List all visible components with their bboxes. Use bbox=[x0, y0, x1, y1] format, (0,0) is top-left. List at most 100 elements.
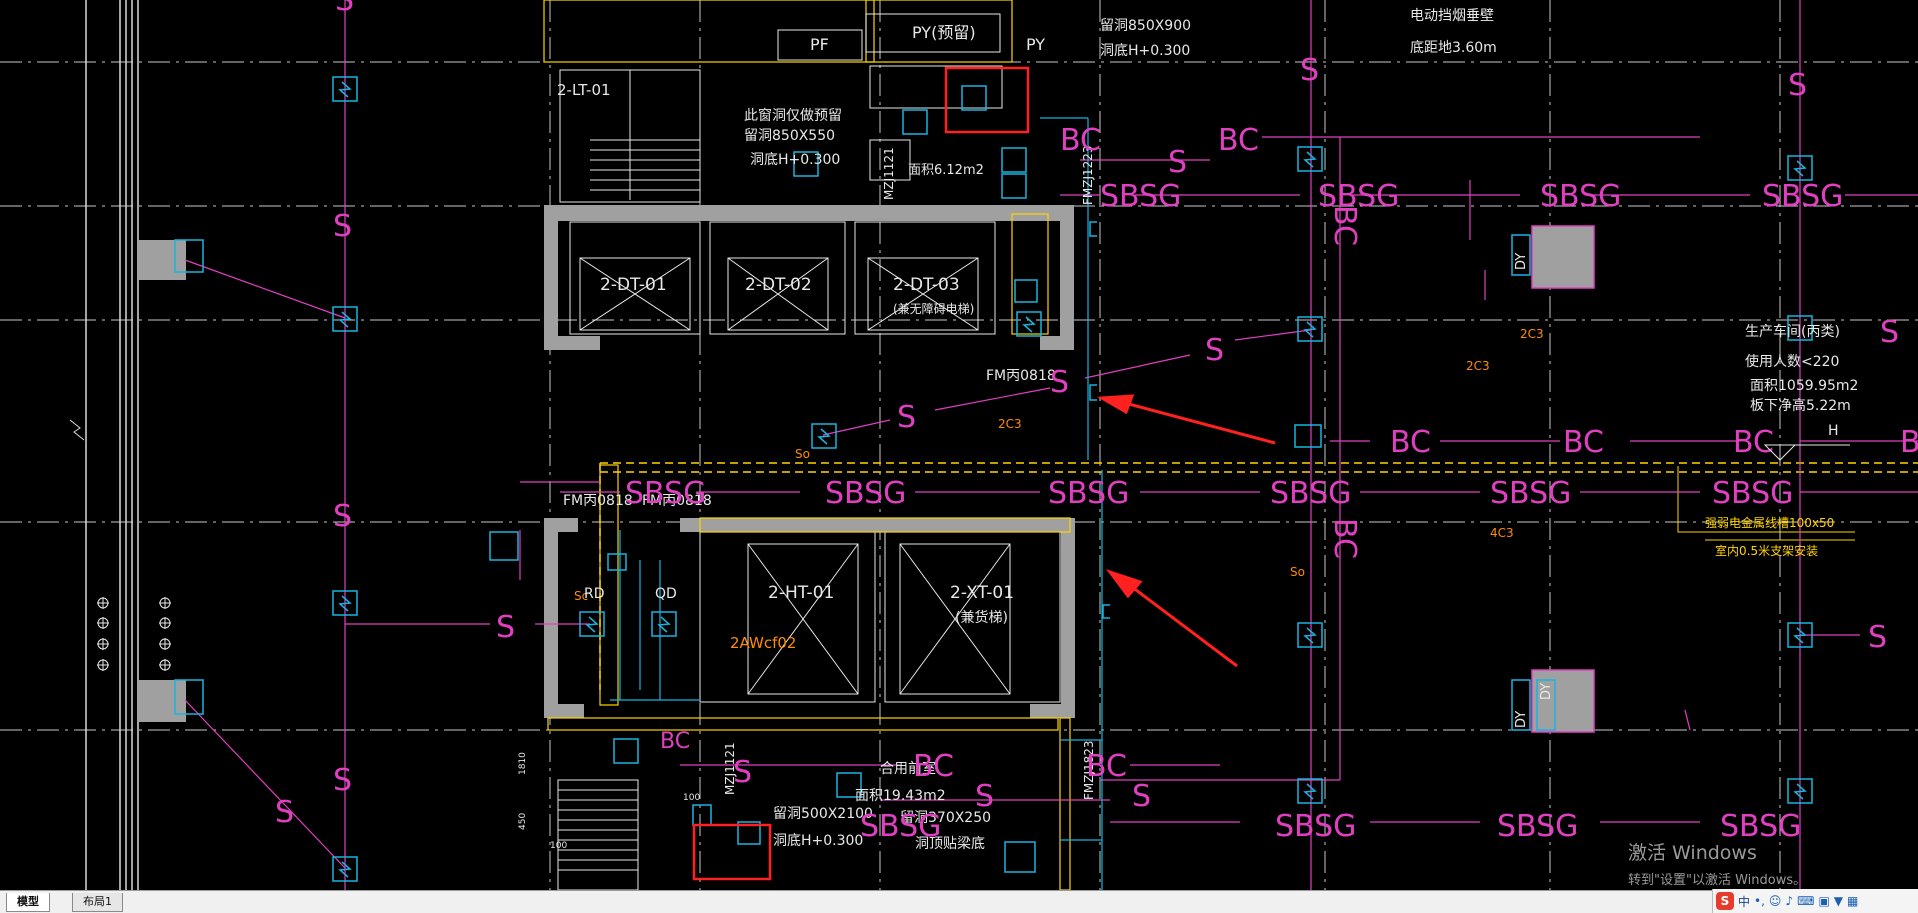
device-boxes bbox=[174, 76, 1813, 882]
tag-bc: BC bbox=[1563, 425, 1604, 460]
stair-top bbox=[559, 69, 701, 203]
label-hole-bottom-2: 留洞370X250 bbox=[900, 810, 991, 826]
tag-sbsg: SBSG bbox=[1720, 809, 1801, 844]
tag-bc: BC bbox=[1733, 425, 1774, 460]
cable-tray-note-2: 室内0.5米支架安装 bbox=[1715, 543, 1818, 558]
tag-sbsg: SBSG bbox=[1490, 476, 1571, 511]
label-elevator-3: 2-DT-03 bbox=[893, 275, 960, 295]
code-4c3: 4C3 bbox=[1490, 526, 1514, 540]
label-smoke-curtain: 电动挡烟垂壁 bbox=[1410, 8, 1494, 24]
label-lobby-area: 面积19.43m2 bbox=[855, 788, 946, 804]
weak-current-lines bbox=[610, 117, 1103, 890]
core-walls bbox=[544, 205, 1075, 718]
red-highlight-boxes bbox=[692, 66, 1030, 881]
tag-s: S bbox=[1168, 145, 1187, 180]
label-door-fmzj: FMZJ1223 bbox=[1081, 145, 1095, 205]
ime-toolbar[interactable]: S 中 •, ☺ ♪ ⌨ ▣ ▼ ▦ bbox=[1712, 889, 1918, 913]
tag-s: S bbox=[496, 610, 515, 645]
tag-sbsg: SBSG bbox=[1712, 476, 1793, 511]
label-lobby: 合用前室 bbox=[880, 760, 936, 777]
tag-s: S bbox=[1880, 315, 1899, 350]
toolbox-icon[interactable]: ▣ bbox=[1818, 894, 1830, 908]
tag-s: S bbox=[333, 763, 352, 798]
tag-sbsg: SBSG bbox=[1540, 179, 1621, 214]
tag-bc-vert: BC bbox=[1327, 205, 1362, 246]
cad-drawing-canvas[interactable]: 2C3 2C3 2C3 4C3 So So Sc 2AWcf02 强弱电金属线槽… bbox=[0, 0, 1918, 890]
label-dy-1: DY bbox=[1514, 253, 1529, 270]
label-rd: RD bbox=[584, 586, 605, 602]
stair-bottom bbox=[557, 779, 639, 890]
cable-tray-callout bbox=[1677, 466, 1855, 541]
tag-sbsg: SBSG bbox=[1275, 809, 1356, 844]
tag-sbsg: SBSG bbox=[860, 809, 941, 844]
label-hole-height: 洞底H+0.300 bbox=[750, 152, 840, 168]
tag-s: S bbox=[1132, 779, 1151, 814]
tag-sbsg: SBSG bbox=[1100, 179, 1181, 214]
label-mzj-bottom: MZJ1121 bbox=[723, 742, 737, 795]
tag-s: S bbox=[733, 755, 752, 790]
label-fm-a: FM丙0818 bbox=[563, 493, 633, 509]
label-pf: PF bbox=[810, 35, 829, 54]
label-hole-bottom-1: 留洞500X2100 bbox=[773, 806, 873, 822]
emoji-icon[interactable]: ☺ bbox=[1768, 894, 1782, 908]
yellow-dashed-beam bbox=[599, 462, 1918, 690]
code-2c3-b: 2C3 bbox=[1466, 359, 1490, 373]
cable-tray-note-1: 强弱电金属线槽100x50 bbox=[1705, 515, 1834, 530]
label-reserved-hole-top: 留洞850X900 bbox=[1100, 18, 1191, 34]
tag-sbsg: SBSG bbox=[1318, 179, 1399, 214]
label-elevator-3-note: (兼无障碍电梯) bbox=[893, 301, 974, 316]
elevation-marker bbox=[1763, 444, 1850, 461]
watermark-title: 激活 Windows bbox=[1628, 842, 1757, 864]
code-2c3-c: 2C3 bbox=[1520, 327, 1544, 341]
sc-label: Sc bbox=[574, 589, 588, 603]
punctuation-icon[interactable]: •, bbox=[1754, 894, 1765, 908]
tag-sbsg: SBSG bbox=[1270, 476, 1351, 511]
label-fm0818: FM丙0818 bbox=[986, 368, 1056, 384]
ime-logo-icon[interactable]: S bbox=[1716, 892, 1734, 910]
grid-icon[interactable]: ▦ bbox=[1847, 894, 1859, 908]
label-room-area: 面积1059.95m2 bbox=[1750, 378, 1858, 394]
mic-icon[interactable]: ♪ bbox=[1785, 894, 1794, 908]
tag-bc: BC bbox=[1060, 123, 1101, 158]
ime-language-toggle[interactable]: 中 bbox=[1738, 894, 1751, 909]
red-arrows bbox=[1097, 394, 1276, 668]
tab-layout1[interactable]: 布局1 bbox=[72, 893, 123, 912]
label-xt-note: (兼货梯) bbox=[955, 609, 1008, 626]
label-room-people: 使用人数<220 bbox=[1745, 353, 1839, 370]
power-circuits bbox=[184, 0, 1918, 890]
dim-1810: 1810 bbox=[518, 752, 528, 775]
label-elevator-2: 2-DT-02 bbox=[745, 275, 812, 295]
tag-sbsg: SBSG bbox=[825, 476, 906, 511]
tag-s: S bbox=[1868, 620, 1887, 655]
tag-s: S bbox=[975, 779, 994, 814]
skin-icon[interactable]: ▼ bbox=[1833, 894, 1844, 908]
tag-bc: BC bbox=[913, 749, 954, 784]
label-hole-bottom-1h: 洞底H+0.300 bbox=[773, 833, 863, 849]
label-qd: QD bbox=[655, 586, 677, 602]
cyan-bracket-marks bbox=[1089, 221, 1110, 619]
so-label-b: So bbox=[1290, 565, 1305, 579]
windows-activation-watermark: 激活 Windows 转到"设置"以激活 Windows。 bbox=[1628, 838, 1806, 888]
tag-s: S bbox=[275, 795, 294, 830]
tag-bc: BC bbox=[1086, 749, 1127, 784]
circuit-2awcf02: 2AWcf02 bbox=[730, 634, 796, 652]
left-wall-lines bbox=[85, 0, 139, 890]
watermark-subtitle: 转到"设置"以激活 Windows。 bbox=[1628, 873, 1807, 888]
label-dy-3: DY bbox=[1539, 683, 1554, 700]
label-area-612: 面积6.12m2 bbox=[908, 163, 984, 178]
tag-s: S bbox=[333, 499, 352, 534]
tag-bc-vert: BC bbox=[1327, 518, 1362, 559]
keyboard-icon[interactable]: ⌨ bbox=[1797, 894, 1815, 908]
label-dy-2: DY bbox=[1514, 711, 1529, 728]
target-markers bbox=[97, 597, 171, 671]
label-ht: 2-HT-01 bbox=[768, 583, 834, 603]
column-outlines bbox=[1531, 225, 1595, 733]
label-h-mark: H bbox=[1828, 423, 1839, 439]
yellow-wall-hatch bbox=[543, 0, 1071, 890]
label-fmzj-bottom: FMZJ1823 bbox=[1082, 740, 1096, 800]
elevator-shafts bbox=[569, 221, 1061, 703]
tag-bc: BC bbox=[660, 729, 690, 754]
code-2c3-a: 2C3 bbox=[998, 417, 1022, 431]
tab-model[interactable]: 模型 bbox=[6, 893, 50, 912]
